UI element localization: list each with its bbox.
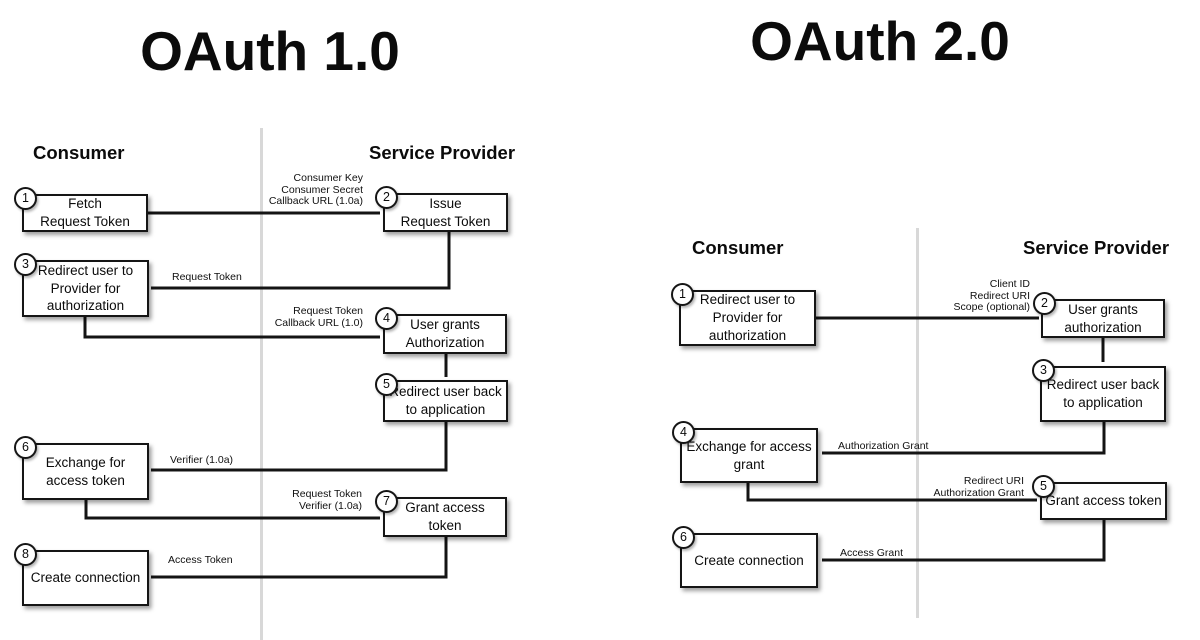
step-label: Redirect user to Provider for authorizat… — [699, 292, 796, 343]
step-label: Create connection — [30, 570, 141, 586]
wire-label-consumer-key-secret-callback: Consumer Key Consumer Secret Callback UR… — [268, 172, 363, 207]
oauth1-lane-divider — [260, 128, 263, 640]
step-number-badge: 2 — [375, 186, 398, 209]
step-number-badge: 3 — [1032, 359, 1055, 382]
step-number-badge: 7 — [375, 490, 398, 513]
oauth1-provider-heading: Service Provider — [369, 142, 516, 163]
step-label: Grant access token — [405, 500, 485, 533]
step-label: Exchange for access token — [45, 454, 126, 488]
step-label: Redirect user back to application — [1046, 377, 1160, 410]
oauth1-arrow-6-to-7 — [84, 500, 380, 520]
wire-label-authorization-grant: Authorization Grant — [838, 440, 929, 452]
oauth2-step4-box: 4 Exchange for access grant — [672, 421, 818, 483]
oauth1-step2-box: 2 Issue Request Token — [375, 186, 508, 232]
oauth2-step3-box: 3 Redirect user back to application — [1032, 359, 1166, 422]
step-label: Redirect user back to application — [389, 384, 502, 417]
oauth2-provider-heading: Service Provider — [1023, 237, 1170, 258]
step-label: Create connection — [694, 552, 804, 568]
step-number-badge: 3 — [14, 253, 37, 276]
oauth2-arrow-5-to-6 — [822, 520, 1106, 562]
step-number-badge: 4 — [672, 421, 695, 444]
wire-label-redirect-uri-authorization-grant: Redirect URI Authorization Grant — [933, 475, 1024, 499]
oauth1-step6-box: 6 Exchange for access token — [14, 436, 149, 500]
step-label: Grant access token — [1045, 493, 1162, 509]
wire-label-client-id-redirect-scope: Client ID Redirect URI Scope (optional) — [953, 278, 1030, 313]
oauth2-title: OAuth 2.0 — [750, 10, 1010, 72]
oauth2-step2-box: 2 User grants authorization — [1033, 292, 1165, 338]
oauth1-step1-box: 1 Fetch Request Token — [14, 187, 148, 232]
step-number-badge: 8 — [14, 543, 37, 566]
step-label: Issue Request Token — [400, 195, 491, 229]
oauth1-step4-box: 4 User grants Authorization — [375, 307, 507, 354]
oauth2-consumer-heading: Consumer — [692, 237, 784, 258]
step-label: Exchange for access grant — [686, 438, 812, 472]
oauth1-consumer-heading: Consumer — [33, 142, 125, 163]
wire-label-request-token-verifier: Request Token Verifier (1.0a) — [292, 488, 362, 512]
step-number-badge: 5 — [1032, 475, 1055, 498]
oauth2-step5-box: 5 Grant access token — [1032, 475, 1167, 520]
step-number-badge: 1 — [14, 187, 37, 210]
step-number-badge: 5 — [375, 373, 398, 396]
wire-label-request-token-callback: Request Token Callback URL (1.0) — [274, 305, 363, 329]
oauth1-step8-box: 8 Create connection — [14, 543, 149, 606]
step-number-badge: 1 — [671, 283, 694, 306]
wire-label-access-token: Access Token — [168, 554, 233, 566]
step-number-badge: 6 — [672, 526, 695, 549]
oauth1-title: OAuth 1.0 — [140, 20, 400, 82]
wire-label-access-grant: Access Grant — [840, 547, 904, 559]
step-number-badge: 4 — [375, 307, 398, 330]
oauth2-arrow-3-to-4 — [822, 422, 1106, 455]
step-label: Redirect user to Provider for authorizat… — [37, 262, 134, 314]
oauth1-arrow-5-to-6 — [151, 422, 448, 472]
wire-label-verifier: Verifier (1.0a) — [170, 454, 234, 466]
oauth1-step5-box: 5 Redirect user back to application — [375, 373, 508, 422]
oauth1-step3-box: 3 Redirect user to Provider for authoriz… — [14, 253, 149, 317]
step-number-badge: 2 — [1033, 292, 1056, 315]
step-number-badge: 6 — [14, 436, 37, 459]
oauth1-arrow-7-to-8 — [151, 537, 448, 579]
oauth2-lane-divider — [916, 228, 919, 618]
oauth2-step6-box: 6 Create connection — [672, 526, 818, 588]
oauth1-arrow-3-to-4 — [83, 316, 380, 339]
step-label: User grants Authorization — [405, 317, 485, 350]
step-label: User grants authorization — [1064, 301, 1142, 335]
oauth1-arrow-2-to-3 — [151, 232, 451, 290]
oauth2-step1-box: 1 Redirect user to Provider for authoriz… — [671, 283, 816, 346]
oauth2-arrow-4-to-5 — [746, 483, 1037, 502]
oauth1-step7-box: 7 Grant access token — [375, 490, 507, 537]
wire-label-request-token: Request Token — [172, 271, 242, 283]
step-label: Fetch Request Token — [40, 196, 130, 229]
